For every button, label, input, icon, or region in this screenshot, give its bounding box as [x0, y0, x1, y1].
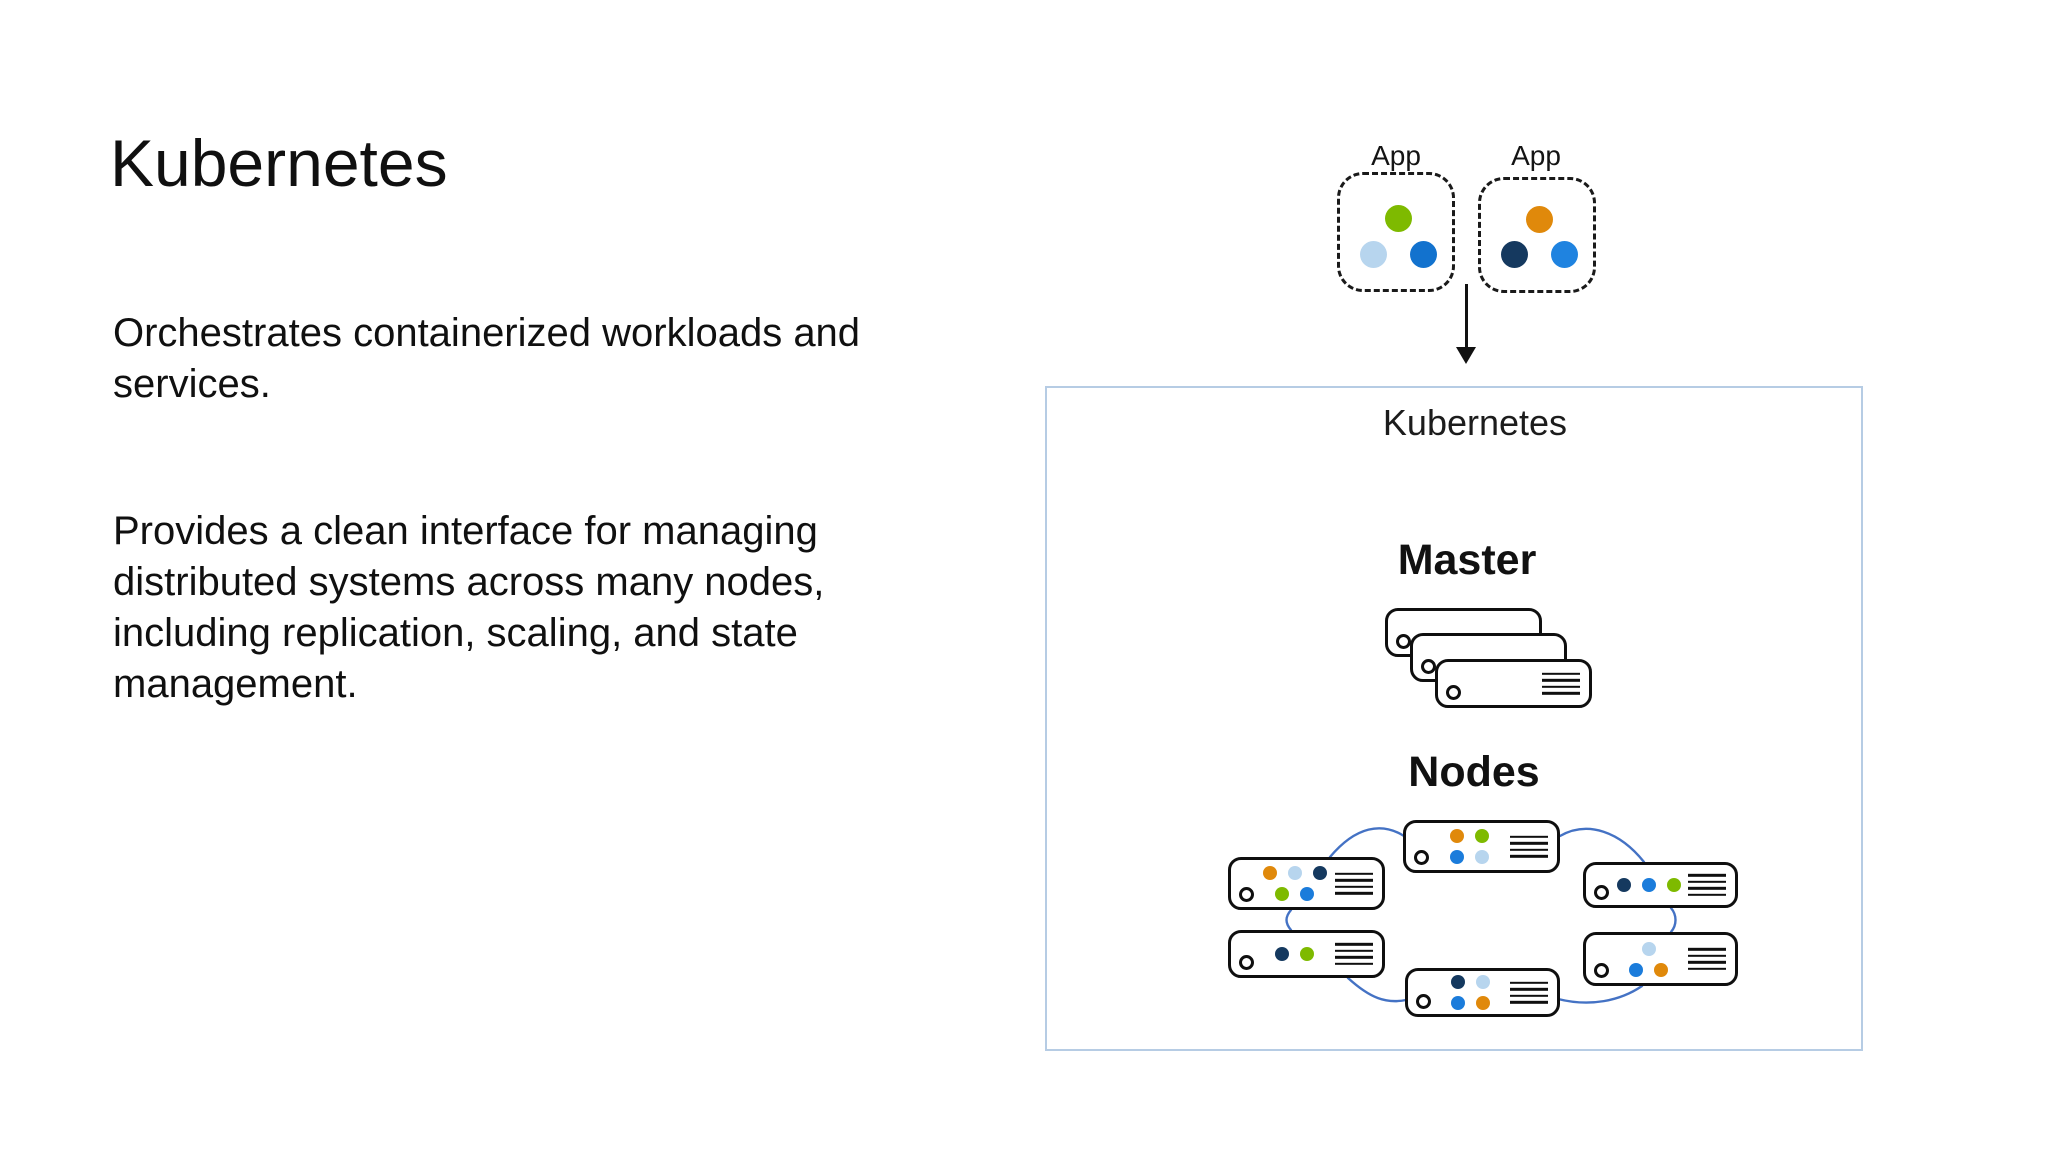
server-led-circle-icon — [1416, 994, 1431, 1009]
container-dot-orange-icon — [1526, 206, 1553, 233]
server-led-circle-icon — [1239, 955, 1254, 970]
container-dot-blue-icon — [1410, 241, 1437, 268]
body-paragraph: Provides a clean interface for managing … — [113, 509, 825, 706]
server-vent-lines-icon — [1542, 672, 1580, 695]
app-label: App — [1371, 140, 1421, 171]
node-server-bottom-center — [1405, 968, 1560, 1017]
server-vent-lines-icon — [1510, 835, 1548, 858]
server-led-circle-icon — [1446, 685, 1461, 700]
server-led-circle-icon — [1594, 885, 1609, 900]
node-server-lower-right — [1583, 932, 1738, 986]
body-paragraph: Orchestrates containerized workloads and… — [113, 311, 861, 406]
pod-dots — [1259, 933, 1330, 975]
master-server-card — [1435, 659, 1592, 708]
nodes-label: Nodes — [1408, 748, 1540, 796]
app-pod-right — [1478, 177, 1596, 293]
server-led-circle-icon — [1414, 850, 1429, 865]
pod-dots — [1614, 935, 1683, 983]
node-server-lower-left — [1228, 930, 1385, 978]
pod-dots — [1434, 823, 1505, 870]
kubernetes-cluster-box — [1045, 386, 1863, 1051]
pod-dots — [1614, 865, 1683, 905]
server-vent-lines-icon — [1688, 947, 1726, 971]
server-led-circle-icon — [1594, 963, 1609, 978]
cluster-label: Kubernetes — [1382, 402, 1568, 443]
server-vent-lines-icon — [1510, 981, 1548, 1004]
page-title: Kubernetes — [110, 126, 448, 201]
server-vent-lines-icon — [1335, 872, 1373, 895]
deploy-arrow-head-icon — [1456, 347, 1476, 364]
app-label: App — [1511, 140, 1561, 171]
server-led-circle-icon — [1396, 634, 1411, 649]
server-vent-lines-icon — [1335, 942, 1373, 966]
deploy-arrow-line — [1465, 284, 1468, 348]
node-server-upper-right — [1583, 862, 1738, 908]
server-vent-lines-icon — [1688, 873, 1726, 897]
node-server-upper-left — [1228, 857, 1385, 910]
container-dot-navy-icon — [1501, 241, 1528, 268]
app-pod-left — [1337, 172, 1455, 292]
node-server-top-center — [1403, 820, 1560, 873]
master-label: Master — [1397, 536, 1537, 584]
container-dot-blue-icon — [1551, 241, 1578, 268]
container-dot-green-icon — [1385, 205, 1412, 232]
server-led-circle-icon — [1421, 659, 1436, 674]
pod-dots — [1436, 971, 1505, 1014]
container-dot-lightblue-icon — [1360, 241, 1387, 268]
server-led-circle-icon — [1239, 887, 1254, 902]
pod-dots — [1259, 860, 1330, 907]
